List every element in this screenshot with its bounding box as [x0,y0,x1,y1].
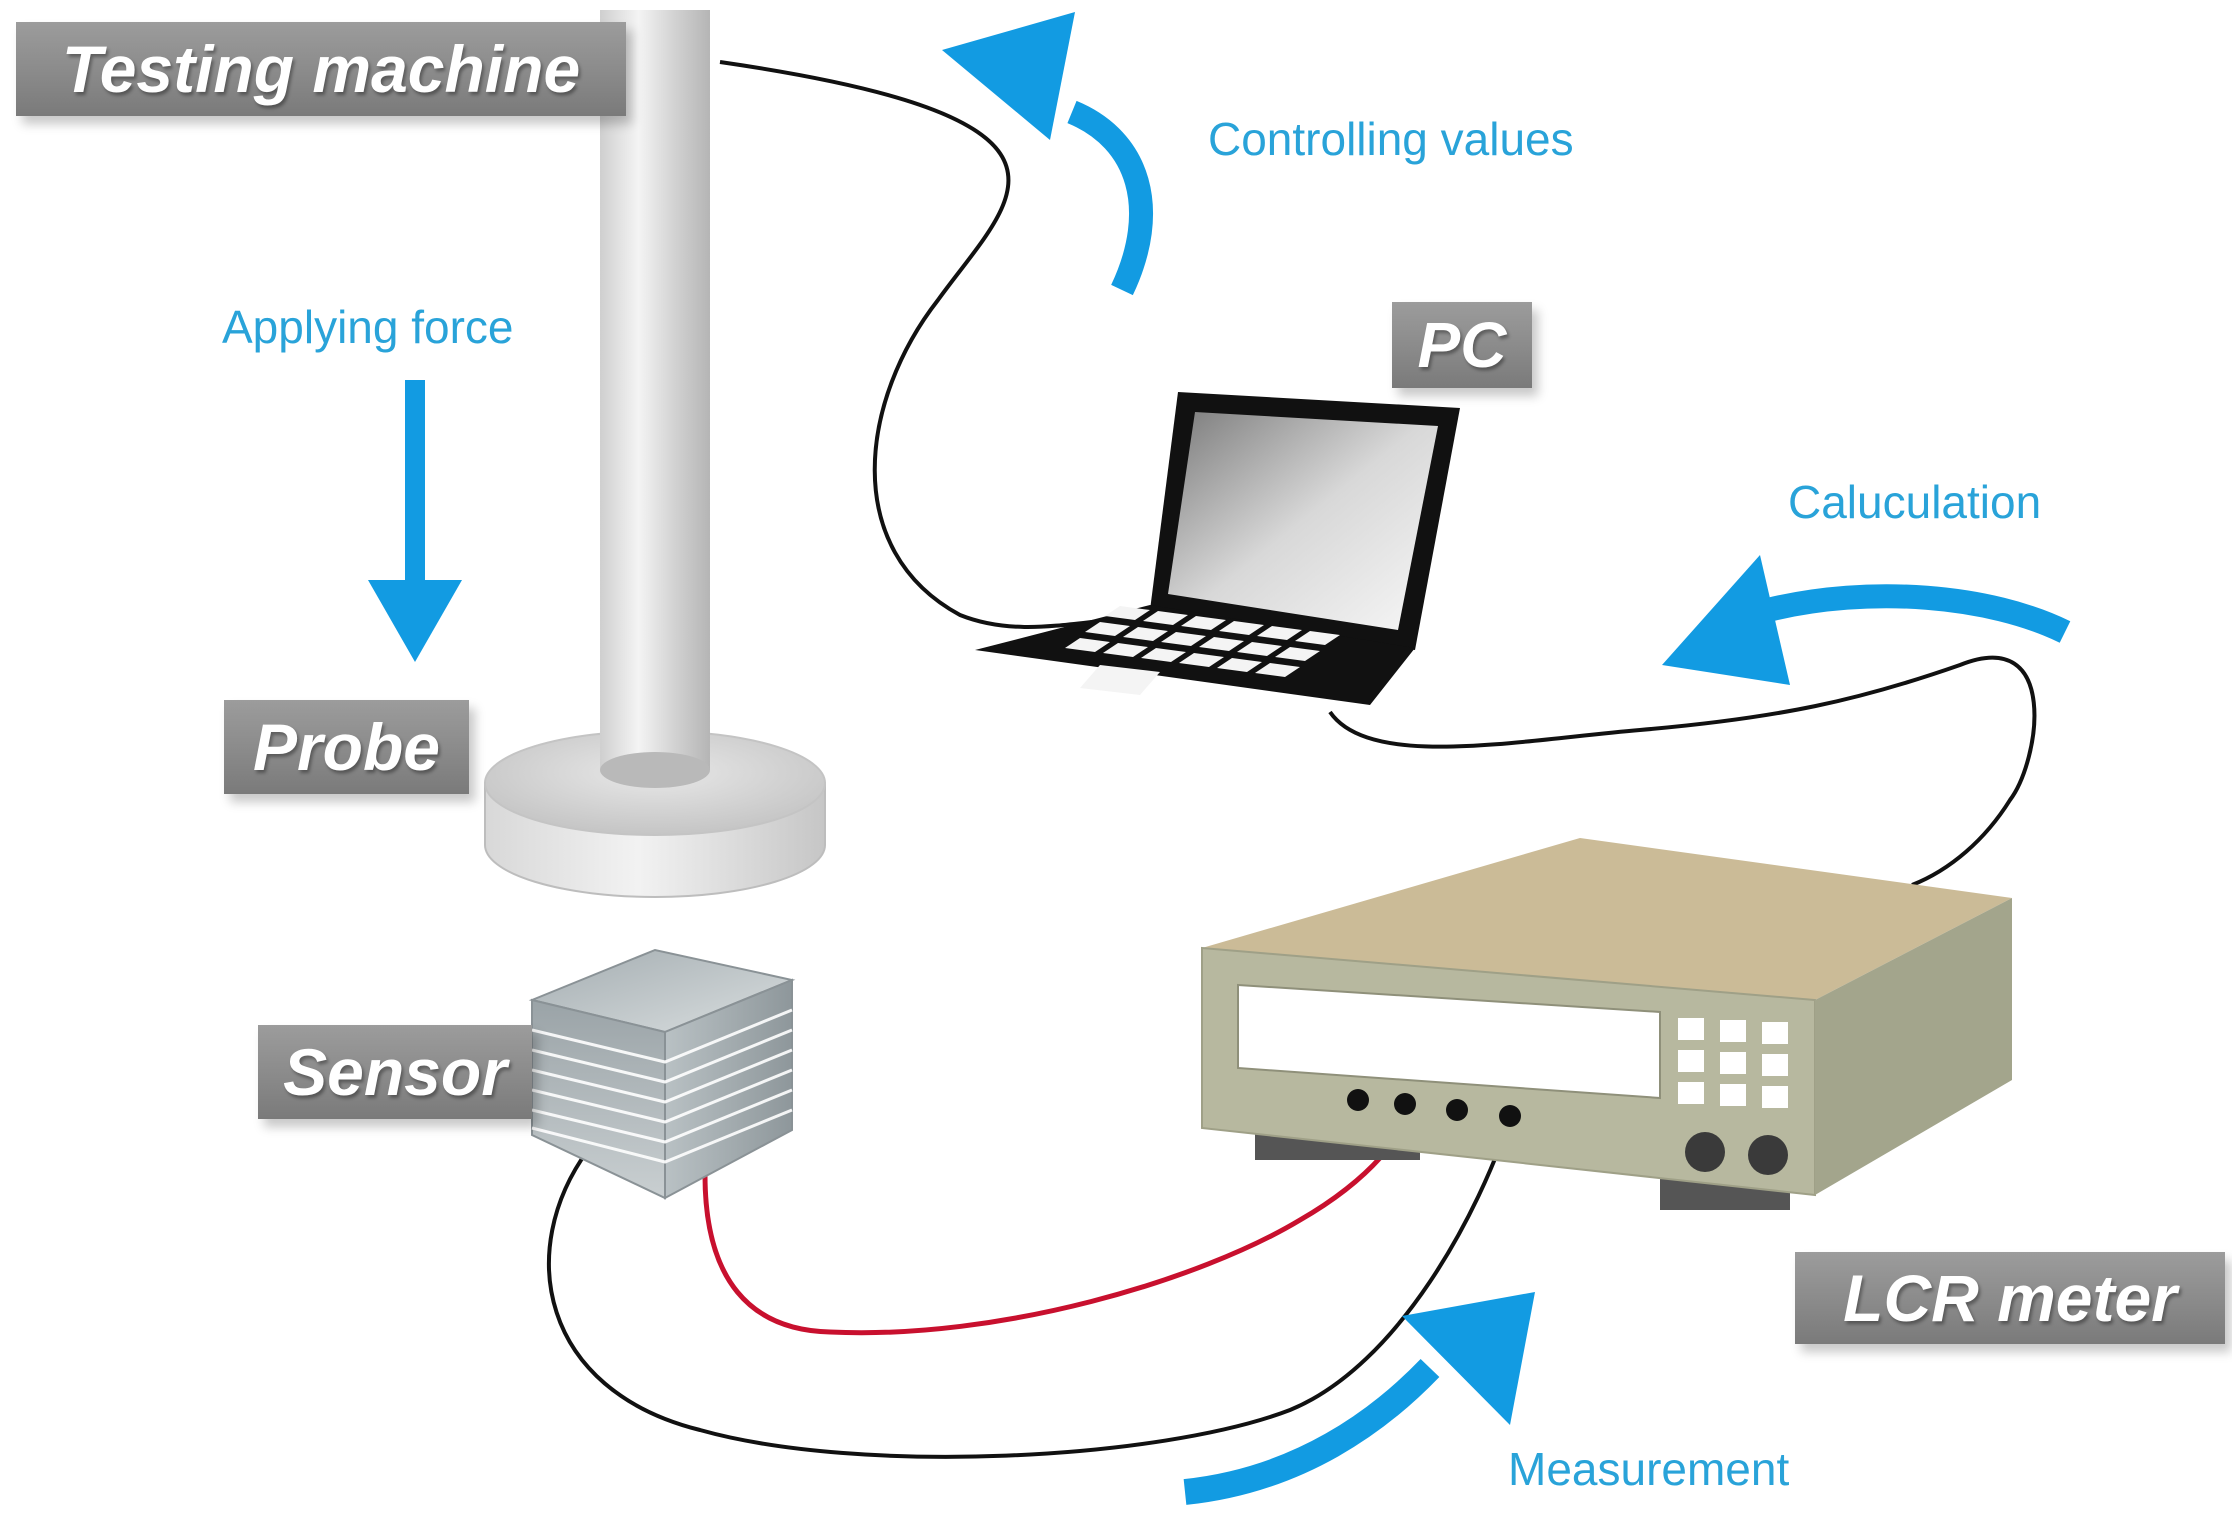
label-probe: Probe [224,700,469,794]
label-lcr-meter: LCR meter [1795,1252,2225,1344]
cable-sensor-red [702,1107,1408,1336]
label-testing-machine-text: Testing machine [61,32,581,106]
cable-pc-to-meter [1328,655,2037,887]
arrow-controlling-values [942,12,1153,296]
label-sensor: Sensor [258,1025,532,1119]
label-probe-text: Probe [252,710,441,784]
flow-label-controlling-values: Controlling values [1208,113,1574,165]
lcr-meter-illustration [1201,838,2012,1210]
arrow-measurement [1183,1292,1535,1505]
flow-label-calculation: Caluculation [1788,476,2042,528]
label-lcr-meter-text: LCR meter [1843,1261,2177,1335]
label-testing-machine: Testing machine [16,22,626,116]
pc-laptop-illustration [975,392,1460,705]
label-pc-text: PC [1417,309,1507,381]
label-pc: PC [1392,302,1532,388]
testing-machine-illustration [484,10,826,898]
flow-label-applying-force: Applying force [222,301,514,353]
arrow-applying-force [368,380,462,662]
cable-sensor-black [547,1117,1512,1459]
label-sensor-text: Sensor [283,1035,507,1109]
flow-label-measurement: Measurement [1508,1443,1790,1495]
cable-machine-to-pc [719,60,1111,629]
arrow-calculation [1662,555,2071,685]
sensor-cube [528,948,796,1200]
